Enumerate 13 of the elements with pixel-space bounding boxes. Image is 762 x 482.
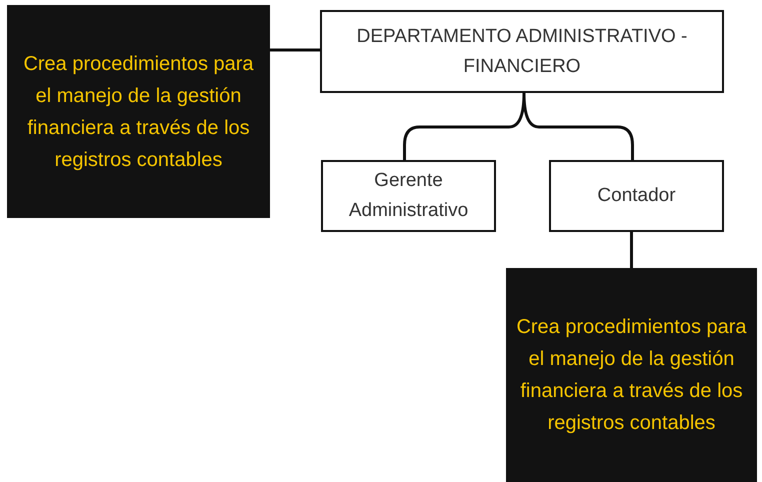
description-text: Crea procedimientos para el manejo de la gestión financiera a través de los registros contables	[515, 315, 748, 436]
role-box	[321, 160, 496, 232]
description-box	[506, 268, 757, 482]
node-label: DEPARTAMENTO ADMINISTRATIVO - FINANCIERO	[356, 24, 688, 78]
node-label: Gerente Administrativo	[348, 169, 470, 223]
connector-line	[522, 92, 634, 160]
department-box	[320, 10, 724, 93]
description-box	[7, 5, 270, 218]
connector-line	[630, 232, 633, 268]
connector-line	[270, 48, 320, 52]
description-text: Crea procedimientos para el manejo de la gestión financiera a través de los registros contables	[22, 52, 255, 172]
node-label: Contador	[597, 184, 676, 208]
role-box	[549, 160, 724, 232]
